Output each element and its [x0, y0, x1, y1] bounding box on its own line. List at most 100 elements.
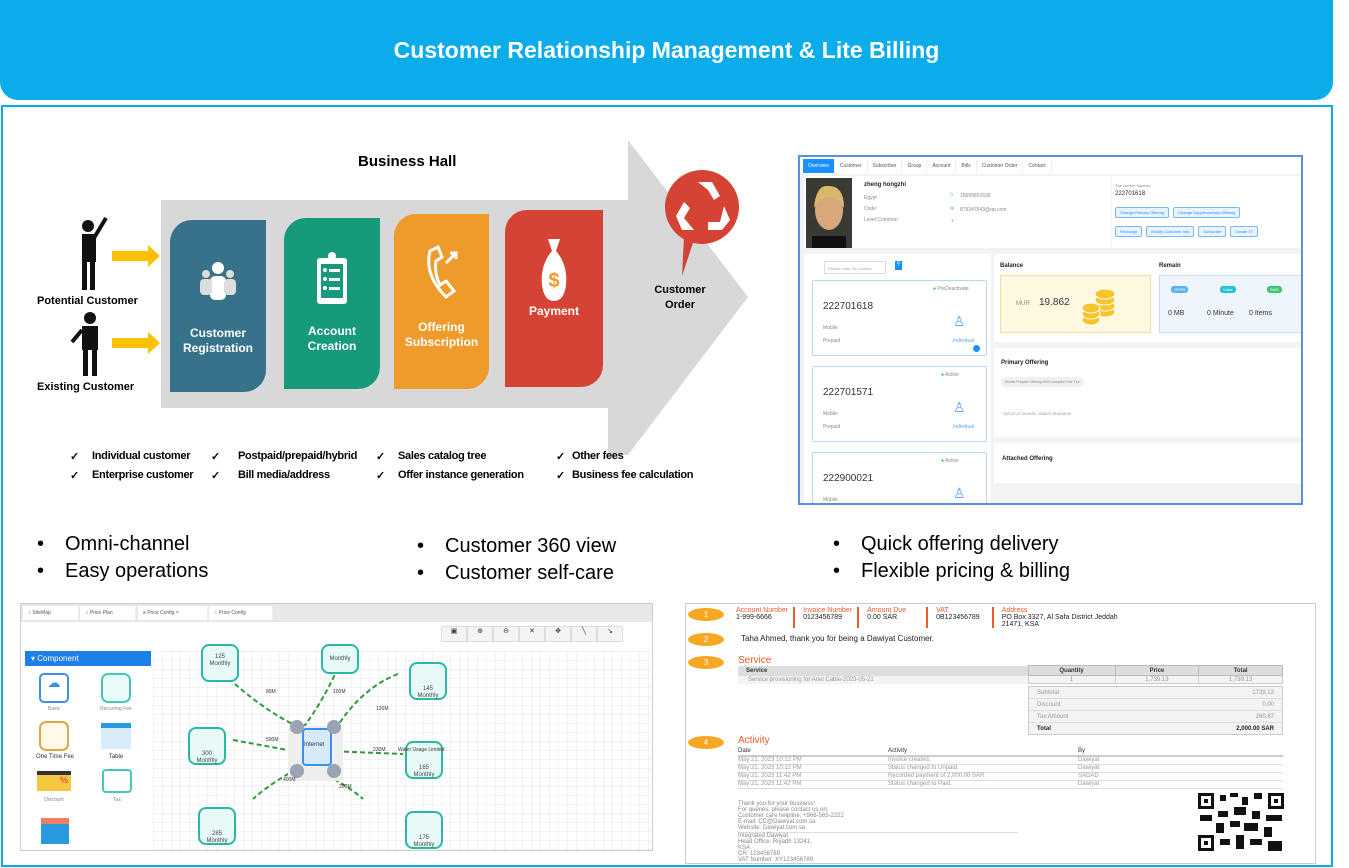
- flow-chevron: [608, 140, 748, 455]
- tab-bills[interactable]: Bills: [956, 159, 977, 173]
- primary-offering-title: Primary Offering: [1001, 360, 1049, 366]
- component-label: One Time Fee: [35, 754, 74, 760]
- tab-contact[interactable]: Contact: [1023, 159, 1052, 173]
- total-value: 260.87: [1255, 713, 1274, 720]
- tab-price-config-active[interactable]: ● Price Config ×: [137, 606, 208, 620]
- create-tt-button[interactable]: Create TT: [1230, 226, 1259, 237]
- change-primary-offering-button[interactable]: Change Primary Offering: [1115, 207, 1170, 218]
- bullet-item: •Quick offering delivery: [833, 533, 1059, 555]
- tab-group[interactable]: Group: [902, 159, 928, 173]
- node-period: Monthly: [196, 758, 218, 764]
- save-icon[interactable]: ▣: [441, 626, 467, 642]
- table-icon[interactable]: [101, 723, 131, 749]
- voice-tag: Voice: [1220, 286, 1236, 293]
- basic-icon[interactable]: ☁: [39, 673, 69, 703]
- move-icon[interactable]: ✥: [545, 626, 571, 642]
- col-header: Service: [746, 667, 768, 674]
- node-period: Monthly: [209, 661, 231, 667]
- order-label-line: Order: [665, 299, 695, 311]
- people-group-icon: [196, 250, 240, 310]
- customer-level: Level:Common: [864, 217, 898, 223]
- step-label: Registration: [182, 341, 253, 355]
- tab-sitemap[interactable]: ○ SiteMap: [23, 606, 79, 620]
- header-label: Address: [1001, 607, 1028, 614]
- user-icon: ♙: [953, 313, 966, 329]
- zoom-out-icon[interactable]: ⊖: [493, 626, 519, 642]
- modify-customer-info-button[interactable]: Modify Customer Info: [1146, 226, 1195, 237]
- cell: Status changed to Paid.: [888, 781, 952, 787]
- cell: Dawiyat: [1078, 781, 1100, 787]
- node-period: Monthly: [413, 772, 435, 778]
- check-text: Individual customer: [92, 450, 191, 462]
- edge-label: 80M: [266, 689, 276, 695]
- tab-account[interactable]: Account: [927, 159, 957, 173]
- check-text: Enterprise customer: [92, 469, 194, 481]
- internet-node[interactable]: Internet: [304, 742, 325, 748]
- subscriber-type: Mobile: [823, 497, 838, 503]
- step-1-badge: 1: [688, 608, 724, 621]
- component-header-label: Component: [37, 654, 79, 663]
- search-button[interactable]: ⚲: [895, 261, 902, 270]
- edge-label: 400M: [283, 777, 296, 783]
- subscriber-status: Active: [945, 372, 959, 378]
- primary-offering-tag: Mobile Prepaid Offering With Complex Fre…: [1001, 377, 1084, 387]
- billing-card-icon[interactable]: [41, 818, 69, 844]
- cell: Dawiyat: [1078, 757, 1100, 763]
- one-time-fee-icon[interactable]: [39, 721, 69, 751]
- phone-icon: ▯: [950, 192, 953, 198]
- total-value: 0.00: [1262, 701, 1274, 708]
- subscriber-type: Mobile: [823, 411, 838, 417]
- arrow-right-icon: [112, 332, 160, 354]
- gprs-tag: GPRS: [1171, 286, 1189, 293]
- subscriber-payment: Prepaid: [823, 338, 841, 344]
- step-payment: $ Payment: [505, 210, 603, 387]
- company-line: Head Office: Riyadh 13241,: [738, 839, 812, 845]
- tab-overview[interactable]: Overview: [803, 159, 835, 173]
- tax-icon[interactable]: [102, 769, 132, 793]
- cell: Recorded payment of 2,000.00 SAR.: [888, 773, 987, 779]
- col-header: Quantity: [1027, 665, 1116, 676]
- component-header[interactable]: ▾ Component: [25, 651, 151, 666]
- tab-customer-order[interactable]: Customer Order: [976, 159, 1024, 173]
- recurring-fee-icon[interactable]: [101, 673, 131, 703]
- change-supplementary-offering-button[interactable]: Change Supplementary Offering: [1173, 207, 1241, 218]
- discount-icon[interactable]: %: [37, 771, 71, 791]
- diagram-toolbar: ▣⊕⊖✕✥╲↘: [441, 626, 623, 642]
- fit-icon[interactable]: ✕: [519, 626, 545, 642]
- tab-customer[interactable]: Customer: [834, 159, 868, 173]
- invoice-number: 0123456789: [803, 614, 843, 621]
- header-label: VAT: [936, 607, 949, 614]
- step-2-badge: 2: [688, 633, 724, 646]
- subscribe-button[interactable]: Subscribe: [1198, 226, 1227, 237]
- line-icon[interactable]: ╲: [571, 626, 597, 642]
- recharge-button[interactable]: Recharge: [1115, 226, 1143, 237]
- svg-text:$: $: [548, 270, 559, 292]
- zoom-in-icon[interactable]: ⊕: [467, 626, 493, 642]
- company-line: CR: 123456789: [738, 851, 781, 857]
- connector-icon[interactable]: ↘: [597, 626, 623, 642]
- title-banner: Customer Relationship Management & Lite …: [0, 0, 1333, 100]
- price-node[interactable]: Monthly: [321, 644, 359, 674]
- component-label: Tax: [113, 797, 121, 803]
- tab-price-config[interactable]: ○ Price Config: [209, 606, 274, 620]
- tab-subscriber[interactable]: Subscriber: [867, 159, 903, 173]
- subscriber-search-input[interactable]: Please enter the number: [824, 261, 886, 274]
- cell: Status changed to Unpaid.: [888, 765, 959, 771]
- tab-price-plan[interactable]: ○ Price Plan: [80, 606, 137, 620]
